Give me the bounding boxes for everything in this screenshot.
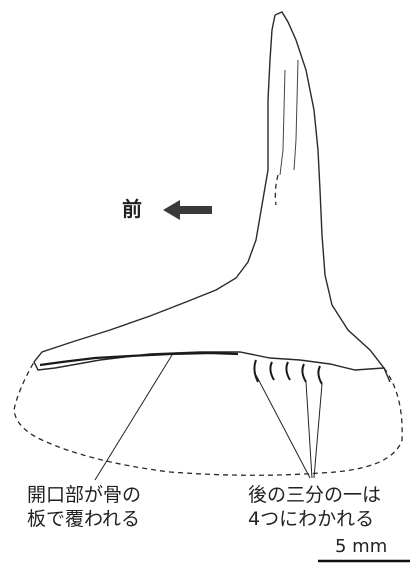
posterior-openings [254, 360, 322, 384]
anterior-direction-label: 前 [122, 197, 142, 221]
callout-opening-line-2: 板で覆われる [27, 507, 140, 531]
direction-arrow-icon [163, 200, 212, 220]
leader-line-division-1 [256, 375, 310, 478]
callout-division-line-1: 後の三分の一は [248, 483, 381, 507]
reconstructed-outline [14, 175, 402, 475]
scale-bar-label: 5 mm [335, 535, 387, 559]
callout-division-line-2: 4つにわかれる [248, 507, 374, 531]
process-ridge [280, 60, 298, 175]
leader-line-division-3 [314, 384, 322, 478]
leader-line-opening [95, 355, 172, 480]
callout-opening-line-1: 開口部が骨の [27, 483, 141, 507]
bone-outline [34, 12, 390, 382]
leader-line-division-2 [306, 382, 312, 478]
covered-opening [40, 353, 238, 365]
